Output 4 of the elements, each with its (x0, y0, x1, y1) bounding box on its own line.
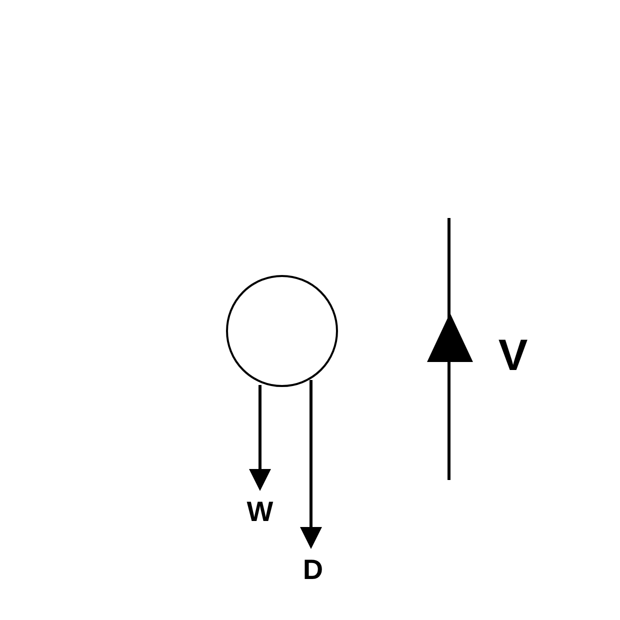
velocity-label: V (498, 334, 528, 378)
force-label: D (302, 556, 324, 584)
force-label: W (246, 498, 274, 526)
ball-circle (226, 275, 338, 387)
